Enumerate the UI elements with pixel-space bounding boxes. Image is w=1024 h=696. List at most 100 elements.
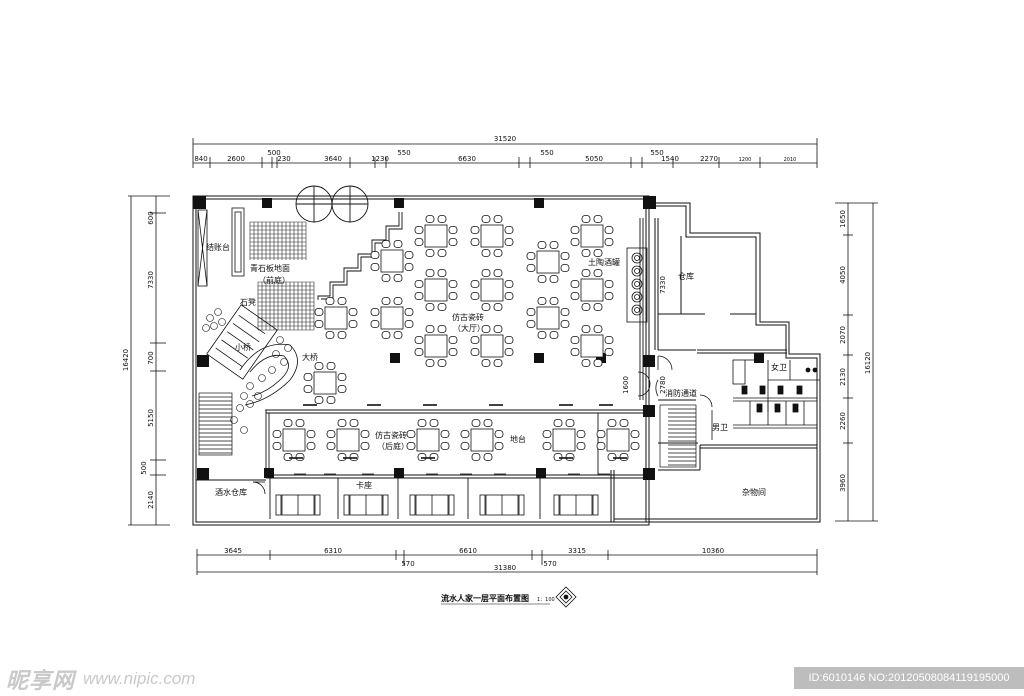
chair-icon (470, 292, 480, 300)
bottom-dim-4: 3315 (568, 547, 586, 555)
dining-table (470, 325, 514, 367)
chair-icon (470, 348, 480, 356)
dining-table (303, 362, 347, 404)
chair-icon (581, 249, 591, 257)
chair-icon (349, 419, 359, 427)
chair-icon (481, 215, 491, 223)
chair-icon (481, 325, 491, 333)
watermark-url: www.nipic.com (83, 669, 196, 688)
top-dim-11: 550 (650, 149, 663, 157)
chair-icon (314, 308, 324, 316)
outer-walls (192, 195, 821, 526)
chair-icon (581, 325, 591, 333)
chair-icon (471, 453, 481, 461)
chair-icon (414, 226, 424, 234)
chair-icon (460, 430, 470, 438)
chair-icon (570, 336, 580, 344)
dining-table (460, 419, 504, 461)
plant-icon (236, 404, 244, 412)
right-dim-4: 2130 (839, 368, 847, 386)
chair-icon (493, 249, 503, 257)
door-dim-1600: 1600 (622, 376, 630, 394)
chair-icon (471, 419, 481, 427)
chair-icon (370, 308, 380, 316)
bottom-dim-1: 3645 (224, 547, 242, 555)
right-dim-3: 2070 (839, 326, 847, 344)
storage-label: 仓库 (678, 271, 694, 281)
chair-icon (470, 336, 480, 344)
chair-icon (570, 348, 580, 356)
chair-icon (283, 453, 293, 461)
plant-icon (240, 392, 248, 400)
chair-icon (483, 419, 493, 427)
plant-icon (246, 400, 254, 408)
chair-icon (295, 419, 305, 427)
chair-icon (337, 373, 347, 381)
booth (275, 494, 321, 516)
chair-icon (483, 453, 493, 461)
chair-icon (448, 292, 458, 300)
watermark-logo: 昵享网 (6, 668, 76, 694)
booth-bench (553, 494, 560, 516)
table-top (580, 224, 604, 248)
chair-icon (537, 331, 547, 339)
chair-icon (549, 331, 559, 339)
wine-storage-label: 酒水仓库 (215, 487, 247, 497)
plant-icon (254, 392, 262, 400)
chair-icon (349, 453, 359, 461)
left-total-dim: 16420 (122, 349, 130, 371)
chair-icon (440, 430, 450, 438)
plant-icon (268, 366, 276, 374)
chair-icon (393, 274, 403, 282)
chair-icon (537, 297, 547, 305)
table-top (336, 428, 360, 452)
chair-icon (437, 359, 447, 367)
chair-icon (360, 442, 370, 450)
right-dim-5: 2260 (839, 412, 847, 430)
chair-icon (549, 297, 559, 305)
chair-icon (314, 396, 324, 404)
chair-icon (607, 419, 617, 427)
chair-icon (429, 453, 439, 461)
chair-icon (494, 430, 504, 438)
chair-icon (448, 226, 458, 234)
dining-table (526, 297, 570, 339)
chair-icon (504, 292, 514, 300)
chair-icon (593, 359, 603, 367)
chair-icon (448, 280, 458, 288)
chair-icon (406, 442, 416, 450)
chair-icon (493, 303, 503, 311)
dining-table (406, 419, 450, 461)
chair-icon (565, 419, 575, 427)
wine-jars (626, 247, 648, 323)
chair-icon (470, 226, 480, 234)
chair-icon (504, 238, 514, 246)
chair-icon (537, 275, 547, 283)
chair-icon (404, 251, 414, 259)
booth (409, 494, 455, 516)
chair-icon (630, 442, 640, 450)
dining-table (414, 215, 458, 257)
chair-icon (414, 336, 424, 344)
chair-icon (393, 240, 403, 248)
chair-icon (526, 320, 536, 328)
chair-icon (553, 419, 563, 427)
chair-icon (303, 385, 313, 393)
chair-icon (272, 442, 282, 450)
chair-icon (619, 419, 629, 427)
hall-dining-tables (303, 215, 614, 404)
booth-bench (409, 494, 416, 516)
front-court-label: 青石板地面 (250, 263, 290, 273)
dining-table (470, 269, 514, 311)
booths-label: 卡座 (356, 480, 372, 490)
booth (553, 494, 599, 516)
chair-icon (581, 269, 591, 277)
left-dim-4: 5150 (147, 409, 155, 427)
chair-icon (326, 396, 336, 404)
right-dim-2: 4050 (839, 266, 847, 284)
chair-icon (581, 215, 591, 223)
chair-icon (381, 274, 391, 282)
chair-icon (337, 453, 347, 461)
plant-icon (280, 358, 288, 366)
chair-icon (593, 303, 603, 311)
